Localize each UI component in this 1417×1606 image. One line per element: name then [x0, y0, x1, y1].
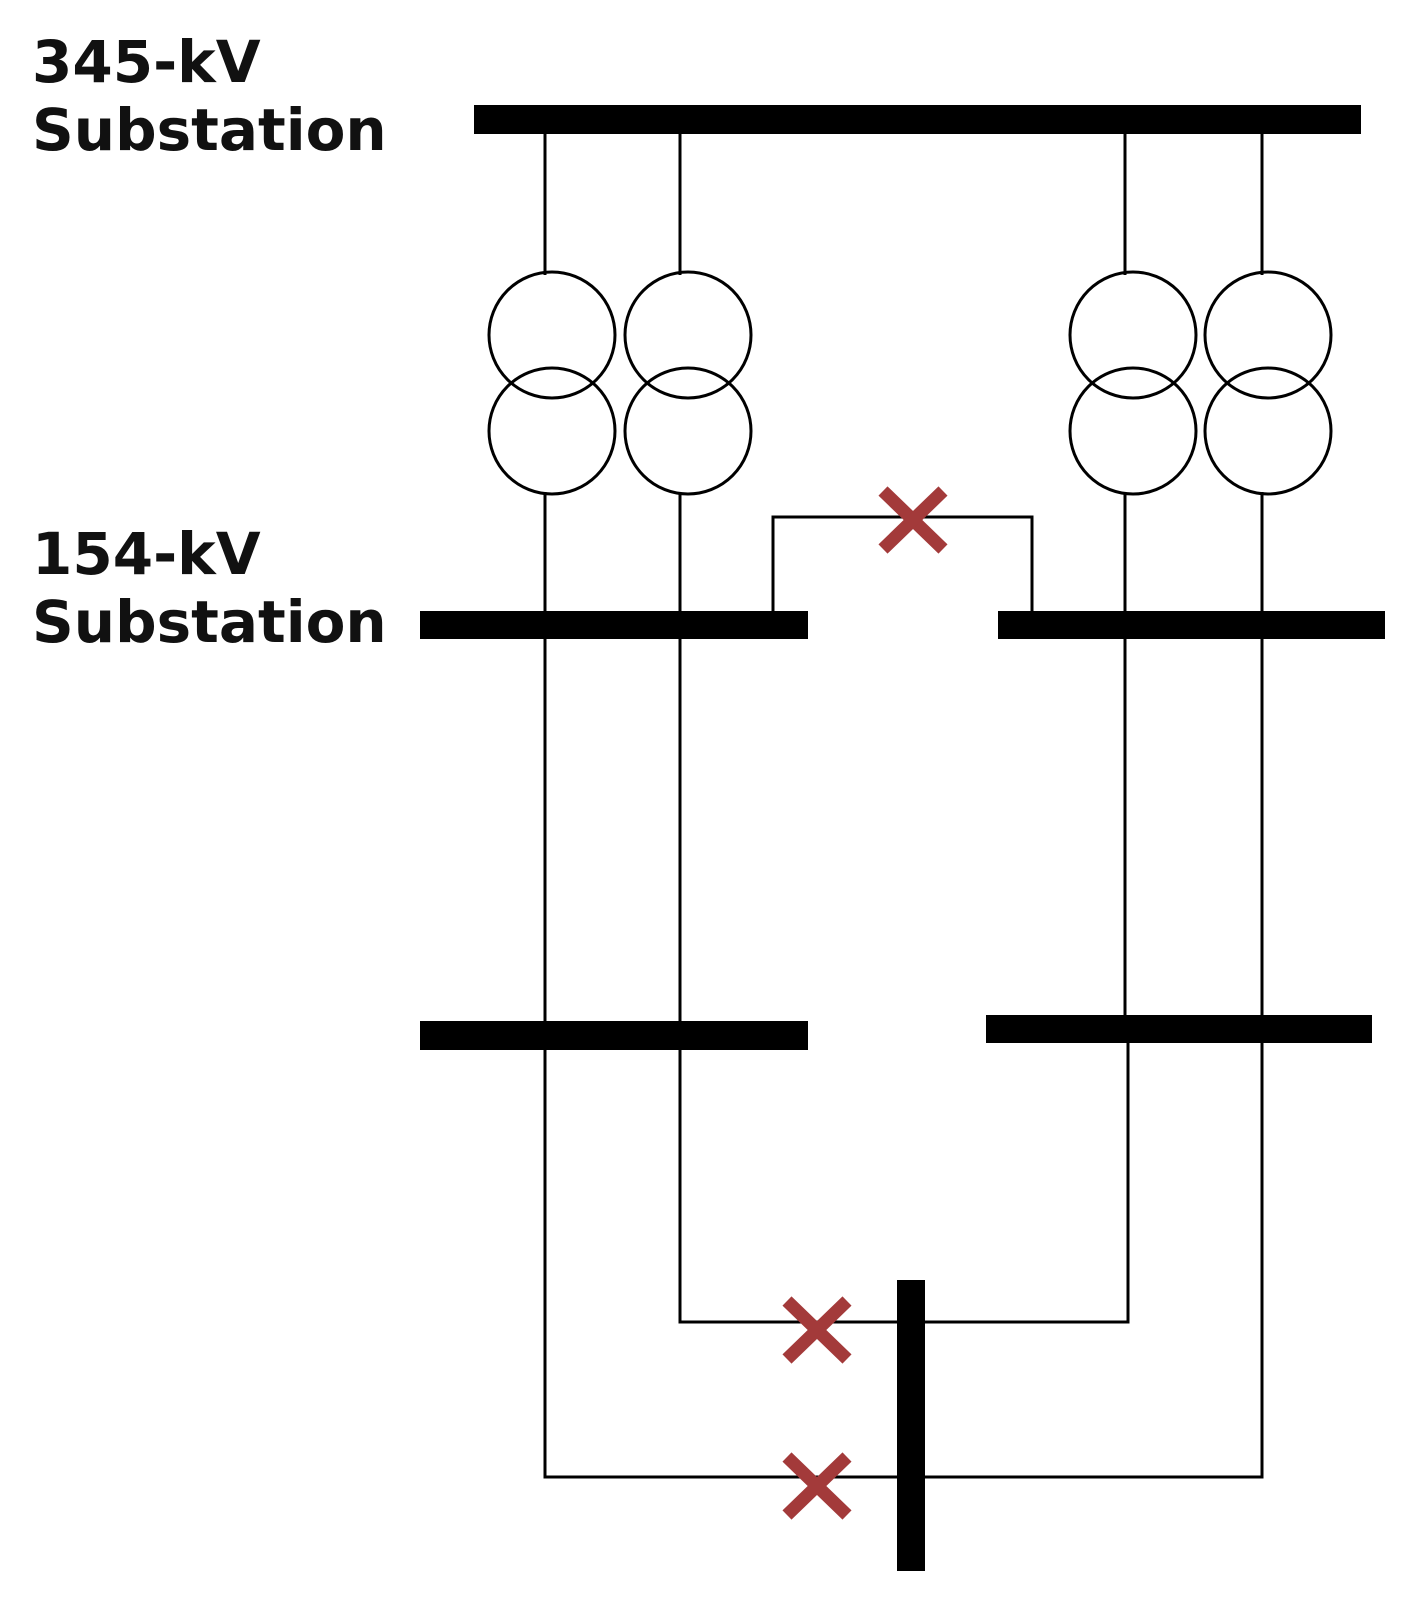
- busbar-lower-left: [420, 1021, 808, 1050]
- busbar-154kv-right: [998, 611, 1385, 639]
- label-345kv-substation: 345-kV Substation: [32, 28, 387, 164]
- label-154kv-line1: 154-kV: [32, 520, 261, 588]
- transformer-3: [1068, 270, 1198, 496]
- open-breaker-icon-tie: [878, 486, 948, 554]
- open-breaker-icon-loop-outer: [782, 1452, 852, 1520]
- transformer-4: [1203, 270, 1333, 496]
- label-154kv-line2: Substation: [32, 588, 387, 656]
- label-154kv-substation: 154-kV Substation: [32, 520, 387, 656]
- transformer-2: [623, 270, 753, 496]
- busbar-154kv-left: [420, 611, 808, 639]
- busbar-345kv: [474, 105, 1361, 134]
- label-345kv-line2: Substation: [32, 96, 387, 164]
- transformer-1: [487, 270, 617, 496]
- open-breaker-icon-loop-inner: [782, 1296, 852, 1364]
- label-345kv-line1: 345-kV: [32, 28, 261, 96]
- loop-line-inner: [678, 1027, 1130, 1324]
- busbar-vertical-bottom: [897, 1280, 925, 1571]
- busbar-lower-right: [986, 1015, 1372, 1043]
